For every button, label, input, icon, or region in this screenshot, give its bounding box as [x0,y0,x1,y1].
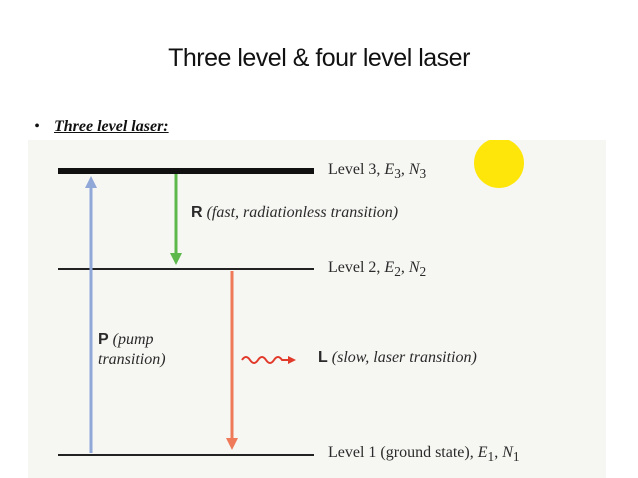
r-transition-label: R (fast, radiationless transition) [191,204,399,221]
l-transition-label: L (slow, laser transition) [318,349,477,366]
bullet-dot: • [34,118,40,135]
p-transition-label: P (pump transition) [98,331,166,368]
bullet-item: • Three level laser: [30,118,169,136]
slide-title: Three level & four level laser [168,44,470,72]
level-2-label: Level 2, E2, N2 [328,259,427,280]
energy-level-diagram: Level 3, E3, N3 Level 2, E2, N2 Level 1 … [28,140,606,478]
diagram-graphics [58,140,524,456]
bullet-heading: Three level laser: [54,118,169,135]
level-3-label: Level 3, E3, N3 [328,161,427,182]
photon-wave-icon [241,356,296,364]
sun-icon [474,140,524,188]
level-1-label: Level 1 (ground state), E1, N1 [328,444,520,465]
